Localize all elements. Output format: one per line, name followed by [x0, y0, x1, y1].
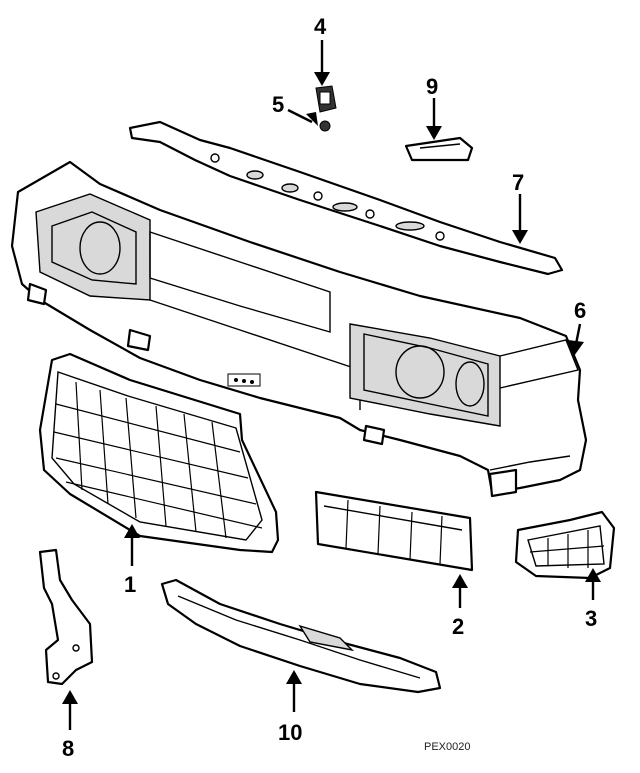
callout-arrows — [62, 40, 601, 730]
callout-7: 7 — [512, 170, 524, 195]
callout-4: 4 — [314, 14, 327, 39]
callout-5: 5 — [272, 92, 284, 117]
part-8-side-bracket — [38, 548, 94, 686]
callout-8: 8 — [62, 736, 74, 761]
callout-10: 10 — [278, 720, 302, 745]
part-3-corner-lamp — [514, 510, 616, 580]
diagram-code: PEX0020 — [424, 741, 470, 753]
part-7-upper-support-bar — [128, 120, 564, 276]
part-2-lower-insert — [314, 490, 474, 572]
callout-1: 1 — [124, 572, 136, 597]
callout-9: 9 — [426, 74, 438, 99]
callout-2: 2 — [452, 614, 464, 639]
part-9-bracket — [404, 136, 474, 162]
part-6-header-panel — [10, 160, 588, 498]
part-1-grille — [38, 352, 280, 554]
part-5-screw — [319, 120, 331, 132]
part-10-lower-valance — [160, 578, 442, 694]
part-4-clip — [315, 85, 337, 113]
callout-6: 6 — [574, 298, 586, 323]
callout-3: 3 — [585, 606, 597, 631]
